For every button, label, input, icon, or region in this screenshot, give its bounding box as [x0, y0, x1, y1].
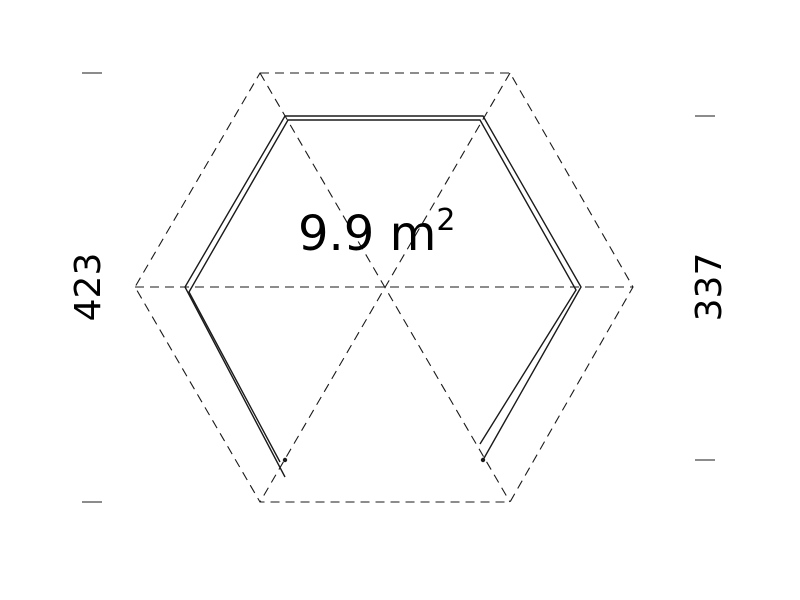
outer-width-label: 423: [68, 253, 109, 322]
area-unit-superscript: 2: [436, 203, 455, 238]
area-label: 9.9 m2: [298, 203, 455, 262]
wall-end-right: [480, 457, 486, 463]
inner-width-label: 337: [689, 253, 730, 322]
wall-end-left: [282, 457, 288, 463]
wall-outline: [184, 115, 582, 478]
area-value: 9.9 m: [298, 206, 436, 262]
roof-diagonal-2: [259, 72, 511, 503]
wall-outline-inner: [188, 119, 577, 463]
